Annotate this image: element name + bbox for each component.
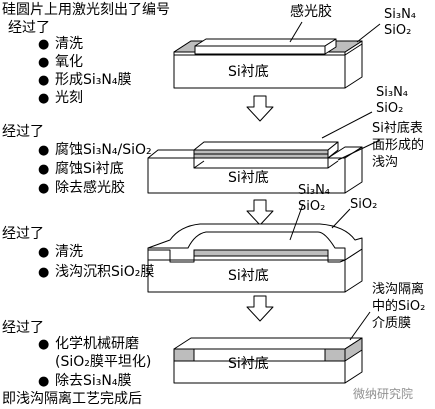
step-3-item: 浅沟沉积SiO₂膜 — [55, 264, 155, 280]
label-trench-line-3: 浅沟 — [372, 155, 399, 170]
arrow-down-icon — [246, 295, 274, 322]
label-sio2: SiO₂ — [384, 23, 412, 38]
bullet-icon: ● — [38, 91, 50, 106]
label-photoresist: 感光胶 — [290, 4, 332, 20]
stage-2-wafer — [147, 111, 381, 194]
stage-3-wafer — [147, 203, 363, 293]
bullet-icon: ● — [38, 143, 50, 158]
bullet-icon: ● — [38, 181, 50, 196]
arrow-down-icon — [246, 95, 274, 122]
label-isolation-line-3: 介质膜 — [372, 316, 412, 331]
label-trench-line-1: Si衬底表 — [372, 121, 423, 136]
label-substrate: Si衬底 — [228, 268, 269, 284]
step-1-item: 清洗 — [55, 36, 83, 52]
bullet-icon: ● — [38, 55, 50, 70]
label-trench-line-2: 面形成的 — [372, 138, 425, 153]
bullet-icon: ● — [38, 337, 50, 352]
arrow-down-icon — [246, 199, 274, 226]
watermark-text: 微纳研究院 — [353, 387, 414, 401]
label-sio2: SiO₂ — [376, 101, 404, 116]
label-si3n4: Si₃N₄ — [298, 183, 331, 198]
step-4-item-note: (SiO₂膜平坦化) — [55, 354, 152, 370]
step-1-title: 经过了 — [8, 20, 50, 36]
bullet-icon: ● — [38, 265, 50, 280]
stage-1-wafer — [173, 21, 381, 89]
header-caption: 硅圆片上用激光刻出了编号 — [2, 2, 170, 18]
label-isolation-line-2: 中的SiO₂ — [372, 299, 426, 314]
label-si3n4: Si₃N₄ — [376, 85, 409, 100]
watermark: 微纳研究院 — [349, 384, 433, 406]
step-2-item: 腐蚀Si衬底 — [55, 161, 124, 177]
label-isolation-line-1: 浅沟隔离 — [372, 282, 425, 297]
label-sio2: SiO₂ — [298, 199, 326, 214]
step-3-item: 清洗 — [55, 244, 83, 260]
bullet-icon: ● — [38, 374, 50, 389]
step-4-item: 除去Si₃N₄膜 — [55, 373, 132, 389]
step-4-title: 经过了 — [2, 320, 44, 336]
label-substrate: Si衬底 — [228, 356, 269, 372]
bullet-icon: ● — [38, 245, 50, 260]
label-substrate: Si衬底 — [228, 170, 269, 186]
bullet-icon: ● — [38, 73, 50, 88]
step-1-item: 氧化 — [55, 54, 83, 70]
footer-caption: 即浅沟隔离工艺完成后 — [2, 391, 142, 407]
step-1-item: 形成Si₃N₄膜 — [55, 72, 132, 88]
label-substrate: Si衬底 — [228, 64, 269, 80]
stage-4-wafer — [173, 311, 371, 384]
step-1-item: 光刻 — [55, 90, 83, 106]
step-3-title: 经过了 — [2, 226, 44, 242]
bullet-icon: ● — [38, 37, 50, 52]
step-2-item: 除去感光胶 — [55, 180, 125, 196]
step-2-item: 腐蚀Si₃N₄/SiO₂ — [55, 142, 152, 158]
step-2-title: 经过了 — [2, 124, 44, 140]
label-si3n4: Si₃N₄ — [384, 7, 417, 22]
label-deposited-sio2: SiO₂ — [350, 197, 378, 212]
bullet-icon: ● — [38, 162, 50, 177]
step-4-item: 化学机械研磨 — [55, 336, 139, 352]
